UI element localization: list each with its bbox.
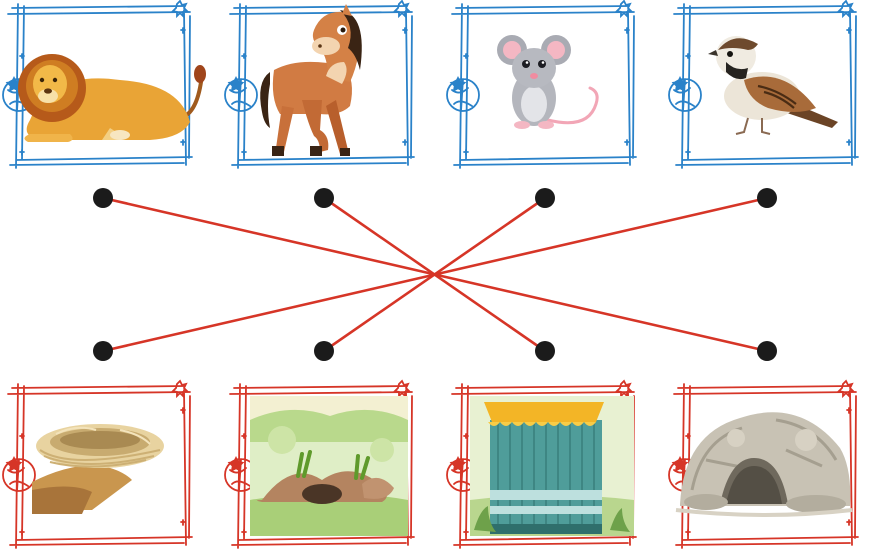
dot-bottom-3[interactable] [535,341,555,361]
match-line-sparrow-nest[interactable] [101,196,769,353]
home-row [2,380,859,549]
nest-icon [32,424,164,514]
dot-top-2[interactable] [314,188,334,208]
match-lines [101,196,769,353]
horse-icon [260,4,362,156]
stable-icon [470,396,634,536]
home-card-burrow[interactable] [224,380,415,549]
sparrow-icon [708,36,838,135]
mouse-icon [497,35,599,129]
animal-card-sparrow[interactable] [668,0,859,169]
burrow-icon [250,396,408,536]
lion-icon [18,54,206,142]
animal-card-lion[interactable] [2,0,206,169]
bottom-dot-row [93,341,777,361]
home-card-nest[interactable] [2,380,193,549]
home-card-cave[interactable] [668,380,859,549]
dot-top-4[interactable] [757,188,777,208]
top-dot-row [93,188,777,208]
cave-icon [675,412,853,517]
animal-card-mouse[interactable] [446,0,637,169]
home-card-stable[interactable] [446,380,637,549]
animal-row [2,0,859,169]
animal-card-horse[interactable] [224,0,415,169]
dot-bottom-2[interactable] [314,341,334,361]
dot-bottom-4[interactable] [757,341,777,361]
dot-bottom-1[interactable] [93,341,113,361]
dot-top-1[interactable] [93,188,113,208]
dot-top-3[interactable] [535,188,555,208]
